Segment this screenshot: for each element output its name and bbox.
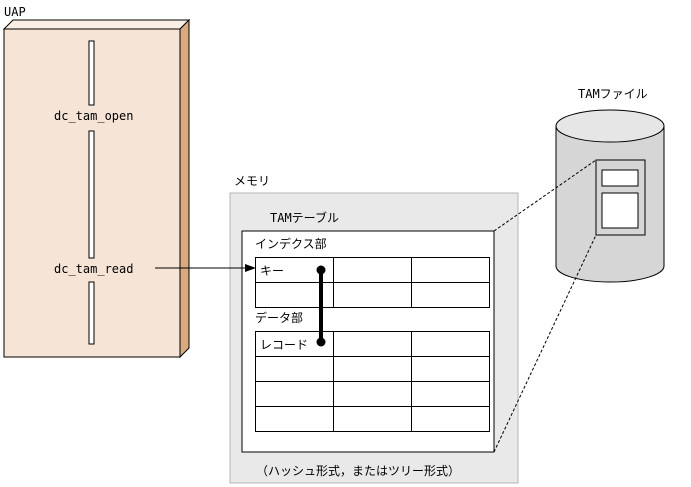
- data-cell: [333, 356, 412, 382]
- data-cell: [411, 331, 490, 357]
- index-key-cell: キー: [255, 257, 334, 283]
- uap-block-top: [2, 19, 191, 30]
- record-label: レコード: [260, 337, 309, 352]
- uap-title: UAP: [4, 5, 26, 19]
- tam-file-cylinder-top: [555, 109, 665, 143]
- index-cell: [333, 282, 412, 308]
- data-table: レコード: [255, 331, 490, 432]
- memory-title: メモリ: [234, 174, 271, 188]
- index-row: [255, 282, 490, 308]
- index-cell: [411, 257, 490, 283]
- data-cell: [411, 381, 490, 407]
- index-cell: [411, 282, 490, 308]
- data-cell: [255, 381, 334, 407]
- index-table: キー: [255, 257, 490, 308]
- projection-line-top: [493, 159, 597, 232]
- data-row: [255, 381, 490, 407]
- memory-caption: （ハッシュ形式，またはツリー形式）: [256, 464, 461, 478]
- dc-tam-read-label: dc_tam_read: [54, 262, 134, 276]
- index-cell: [255, 282, 334, 308]
- tam-file-data-block: [601, 192, 639, 229]
- index-cell: [333, 257, 412, 283]
- data-row: レコード: [255, 331, 490, 357]
- data-section-label: データ部: [255, 311, 304, 325]
- data-cell: [255, 406, 334, 432]
- data-cell: [255, 356, 334, 382]
- data-row: [255, 406, 490, 432]
- data-cell: [411, 406, 490, 432]
- uap-flow-bar-3: [88, 281, 95, 345]
- index-row: キー: [255, 257, 490, 283]
- tam-table-title: TAMテーブル: [270, 211, 339, 225]
- uap-block-side: [179, 18, 190, 359]
- data-cell: [411, 356, 490, 382]
- uap-flow-bar-1: [88, 40, 95, 106]
- data-row: [255, 356, 490, 382]
- uap-flow-bar-2: [88, 130, 95, 259]
- data-record-cell: レコード: [255, 331, 334, 357]
- tam-file-title: TAMファイル: [578, 87, 648, 101]
- data-cell: [333, 331, 412, 357]
- tam-file-index-block: [601, 169, 639, 187]
- dc-tam-open-label: dc_tam_open: [54, 109, 134, 123]
- data-cell: [333, 406, 412, 432]
- index-section-label: インデクス部: [255, 237, 327, 251]
- data-cell: [333, 381, 412, 407]
- key-label: キー: [260, 263, 285, 278]
- read-arrow-head: [245, 264, 256, 272]
